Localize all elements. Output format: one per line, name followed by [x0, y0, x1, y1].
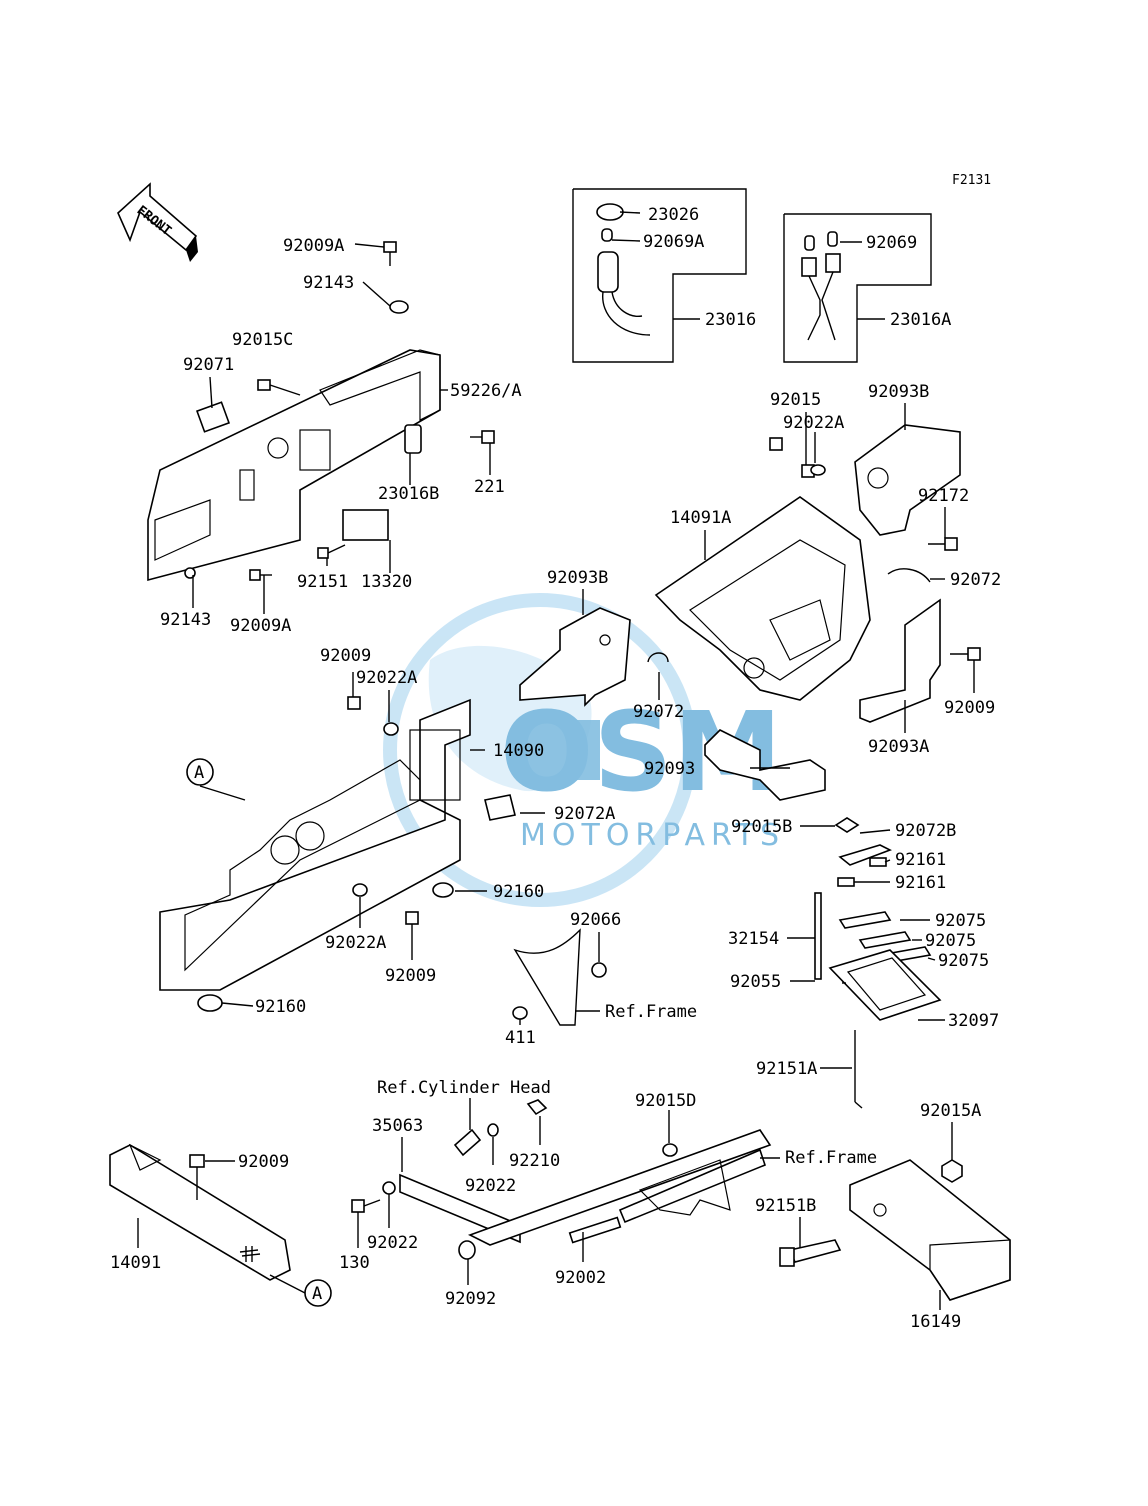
part-callout: 92022 — [465, 1176, 516, 1196]
part-callout: 92172 — [918, 486, 969, 506]
part-callout: 92160 — [255, 997, 306, 1017]
part-callout: 35063 — [372, 1116, 423, 1136]
vent-grid — [239, 1246, 261, 1262]
part-callout: 92055 — [730, 972, 781, 992]
cover-92093A — [859, 598, 941, 723]
part-callout: Ref.Cylinder Head — [377, 1078, 551, 1098]
ref-marker-label: A — [194, 763, 204, 783]
part-callout: 92093A — [868, 737, 929, 757]
part-callout: 92009A — [230, 616, 291, 636]
bulb-box-23016 — [572, 188, 747, 363]
frame-detail — [512, 928, 607, 1026]
part-callout: 92022A — [325, 933, 386, 953]
part-callout: 23016 — [705, 310, 756, 330]
part-callout: 92072B — [895, 821, 956, 841]
part-callout: 92151B — [755, 1196, 816, 1216]
part-callout: 59226/A — [450, 381, 522, 401]
part-callout: 221 — [474, 477, 505, 497]
part-callout: 92093B — [868, 382, 929, 402]
part-callout: 92161 — [895, 850, 946, 870]
part-callout: 14090 — [493, 741, 544, 761]
part-callout: 92066 — [570, 910, 621, 930]
part-callout: 92075 — [935, 911, 986, 931]
part-callout: 23016B — [378, 484, 439, 504]
panel-59226 — [147, 349, 441, 582]
callout-labels: 92009A 92143 92015C 92071 59226/A 23016B… — [110, 205, 1001, 1332]
part-callout: 92022 — [367, 1233, 418, 1253]
part-callout: 92015A — [920, 1101, 981, 1121]
front-direction-arrow: FRONT — [117, 182, 198, 262]
part-callout: 92022A — [783, 413, 844, 433]
part-callout: 32154 — [728, 929, 779, 949]
part-callout: 92210 — [509, 1151, 560, 1171]
engine-stay-35063 — [351, 1099, 548, 1244]
cover-92093B-right — [854, 424, 961, 536]
part-callout: 92015D — [635, 1091, 696, 1111]
part-callout: 92161 — [895, 873, 946, 893]
part-callout: 92015 — [770, 390, 821, 410]
part-callout: 92072 — [633, 702, 684, 722]
part-callout: 92072A — [554, 804, 615, 824]
part-callout: 92160 — [493, 882, 544, 902]
part-callout: 130 — [339, 1253, 370, 1273]
part-callout: 92071 — [183, 355, 234, 375]
part-callout: 92009 — [385, 966, 436, 986]
part-callout: 92151A — [756, 1059, 817, 1079]
ref-marker-a-lower: A — [304, 1279, 332, 1307]
battery-box-14091A — [654, 496, 871, 701]
part-callout: 32097 — [948, 1011, 999, 1031]
part-callout: 92009 — [944, 698, 995, 718]
cover-92093 — [704, 729, 826, 801]
bulb-box-23016A — [783, 213, 932, 363]
part-callout: 92151 — [297, 572, 348, 592]
part-callout: 14091A — [670, 508, 731, 528]
part-callout: 92143 — [303, 273, 354, 293]
part-callout: 92075 — [938, 951, 989, 971]
part-callout: 92072 — [950, 570, 1001, 590]
part-callout: 14091 — [110, 1253, 161, 1273]
part-callout: 92002 — [555, 1268, 606, 1288]
skid-plate-14091 — [109, 1143, 291, 1281]
part-callout: Ref.Frame — [785, 1148, 877, 1168]
watermark-sub: MOTORPARTS — [520, 818, 785, 853]
part-callout: 13320 — [361, 572, 412, 592]
clamps — [647, 437, 981, 663]
side-panel-14090 — [159, 696, 516, 1012]
part-callout: 92092 — [445, 1289, 496, 1309]
part-callout: 92015B — [731, 817, 792, 837]
part-callout: 92075 — [925, 931, 976, 951]
leader-lines — [137, 211, 975, 1310]
part-callout: 23026 — [648, 205, 699, 225]
part-callout: 411 — [505, 1028, 536, 1048]
frame-tube — [458, 1129, 772, 1260]
ref-marker-label: A — [312, 1284, 322, 1304]
part-callout: Ref.Frame — [605, 1002, 697, 1022]
part-callout: 92009 — [320, 646, 371, 666]
part-callout: 23016A — [890, 310, 951, 330]
part-callout: 92022A — [356, 668, 417, 688]
part-callout: 92009 — [238, 1152, 289, 1172]
watermark-ring — [383, 593, 697, 907]
ref-marker-a-upper: A — [186, 758, 214, 786]
bracket-16149 — [779, 1159, 1011, 1301]
cover-92093B-left — [519, 607, 631, 707]
part-callout: 16149 — [910, 1312, 961, 1332]
part-callout: 92093B — [547, 568, 608, 588]
part-callout: 92009A — [283, 236, 344, 256]
part-callout: 92069A — [643, 232, 704, 252]
part-callout: 92093 — [644, 759, 695, 779]
diagram-code: F2131 — [952, 173, 991, 188]
part-callout: 92069 — [866, 233, 917, 253]
part-callout: 92143 — [160, 610, 211, 630]
part-callout: 92015C — [232, 330, 293, 350]
